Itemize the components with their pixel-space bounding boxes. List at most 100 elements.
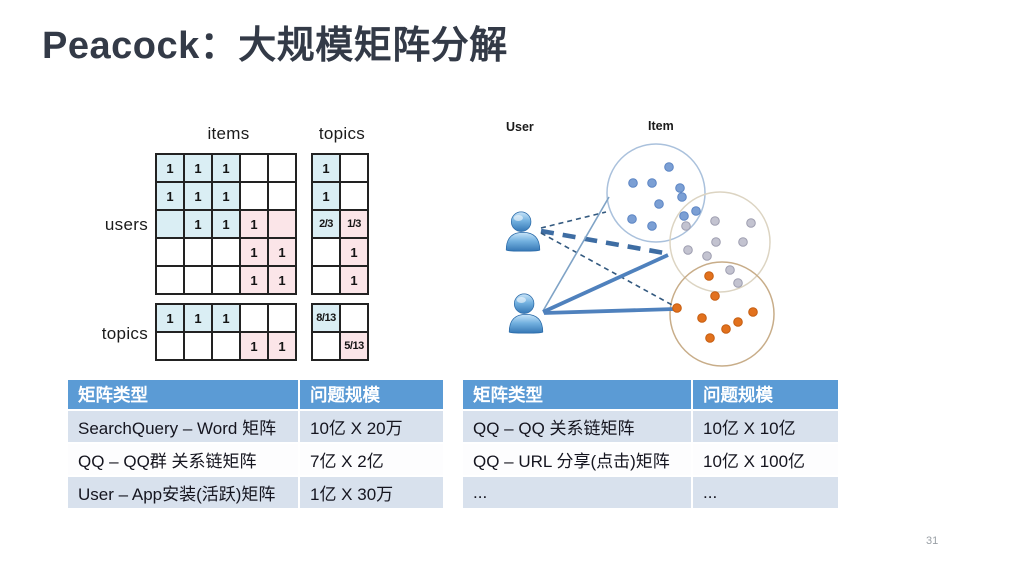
user-person-icon: [505, 211, 541, 252]
matrix-cell: [212, 266, 240, 294]
item-dot: [738, 237, 748, 247]
matrix-cell: 1: [212, 182, 240, 210]
matrix-cell: [312, 238, 340, 266]
table-header-row: 矩阵类型问题规模: [68, 380, 443, 409]
item-dot: [683, 245, 693, 255]
item-dot: [675, 183, 685, 193]
table-cell: QQ – QQ群 关系链矩阵: [68, 444, 298, 475]
table-cell: SearchQuery – Word 矩阵: [68, 411, 298, 442]
matrix-cell: [240, 154, 268, 182]
matrix-cell: 1: [212, 210, 240, 238]
matrix-cell: [312, 266, 340, 294]
item-dot: [647, 178, 657, 188]
matrix-cell: 1: [156, 304, 184, 332]
matrix-cell: 1: [268, 238, 296, 266]
table-cell: ...: [693, 477, 838, 508]
matrix-cell: 1: [212, 154, 240, 182]
user-person-icon: [508, 293, 544, 334]
table-cell: QQ – QQ 关系链矩阵: [463, 411, 691, 442]
matrix-cell: 1: [212, 304, 240, 332]
table-cell: QQ – URL 分享(点击)矩阵: [463, 444, 691, 475]
item-dot: [681, 221, 691, 231]
topics-axis-label-bottom: topics: [101, 324, 148, 343]
item-dot: [647, 221, 657, 231]
matrix-cell: 1: [184, 210, 212, 238]
matrix-cell: 1: [240, 210, 268, 238]
matrix-cell: [184, 266, 212, 294]
matrix-cell: [268, 304, 296, 332]
matrix-cell: [268, 210, 296, 238]
matrix-cell: [156, 210, 184, 238]
matrix-cell: [156, 238, 184, 266]
item-dot: [691, 206, 701, 216]
table-header-cell: 矩阵类型: [463, 380, 691, 409]
page-number: 31: [926, 535, 939, 547]
item-dot: [654, 199, 664, 209]
item-dot: [704, 271, 714, 281]
matrix-cell: [184, 238, 212, 266]
matrix-cell: [156, 332, 184, 360]
matrix-cell: 1: [268, 266, 296, 294]
matrix-cell: [312, 332, 340, 360]
matrix-cell: [212, 238, 240, 266]
item-dot: [672, 303, 682, 313]
table-cell: 10亿 X 100亿: [693, 444, 838, 475]
matrix-cell: 1: [156, 182, 184, 210]
edge-line: [542, 196, 610, 312]
matrix-cell: 1: [340, 238, 368, 266]
user-column-label: User: [506, 120, 534, 134]
matrix-cell: [268, 154, 296, 182]
item-dot: [748, 307, 758, 317]
item-dot: [710, 216, 720, 226]
item-dot: [711, 237, 721, 247]
table-header-row: 矩阵类型问题规模: [463, 380, 838, 409]
table-header-cell: 问题规模: [300, 380, 443, 409]
matrix-cell: 1: [312, 154, 340, 182]
table-cell: 10亿 X 10亿: [693, 411, 838, 442]
item-dot: [702, 251, 712, 261]
orange-item-cluster-circle: [669, 261, 775, 367]
matrix-cell: [340, 304, 368, 332]
matrix-cell: 1: [184, 154, 212, 182]
matrix-cell: [340, 154, 368, 182]
item-dot: [705, 333, 715, 343]
topics-axis-label-top: topics: [318, 124, 366, 143]
blue-item-cluster-circle: [606, 143, 706, 243]
edge-line: [540, 211, 607, 229]
table-row: ......: [463, 477, 838, 508]
matrix-cell: 1: [240, 266, 268, 294]
edge-line: [540, 228, 671, 257]
item-dot: [697, 313, 707, 323]
table-cell: 10亿 X 20万: [300, 411, 443, 442]
item-dot: [721, 324, 731, 334]
item-dot: [628, 178, 638, 188]
items-axis-label: items: [207, 124, 250, 143]
matrix-cell: 8/13: [312, 304, 340, 332]
matrix-cell: [268, 182, 296, 210]
item-dot: [710, 291, 720, 301]
matrix-cell: 1: [156, 154, 184, 182]
matrix-cell: [240, 304, 268, 332]
table-cell: 7亿 X 2亿: [300, 444, 443, 475]
matrix-cell: 1: [340, 266, 368, 294]
matrix-cell: 1: [184, 182, 212, 210]
table-cell: User – App安装(活跃)矩阵: [68, 477, 298, 508]
matrix-cell: [212, 332, 240, 360]
matrix-cell: 1: [240, 332, 268, 360]
matrix-cell: 2/3: [312, 210, 340, 238]
item-dot: [627, 214, 637, 224]
item-dot: [746, 218, 756, 228]
users-axis-label: users: [104, 215, 148, 234]
matrix-cell: [184, 332, 212, 360]
table-cell: 1亿 X 30万: [300, 477, 443, 508]
edge-line: [543, 307, 676, 315]
